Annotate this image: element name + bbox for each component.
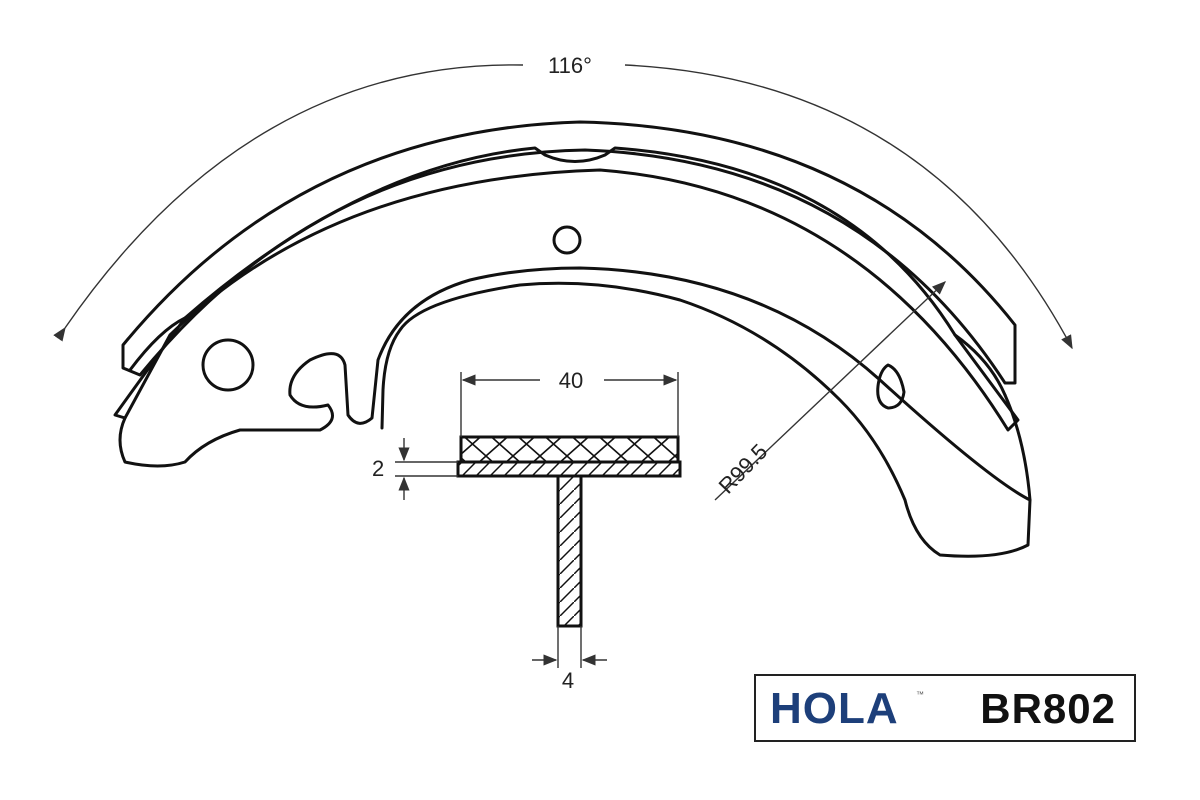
holes — [201, 225, 906, 410]
web-thickness-label: 4 — [562, 668, 574, 693]
brand-box: HOLA ™ BR802 — [754, 674, 1136, 742]
shoe-web — [118, 266, 1032, 558]
angle-dimension: 116° — [53, 53, 1073, 350]
web-thickness-dimension: 4 — [532, 626, 607, 693]
trademark-symbol: ™ — [916, 690, 924, 699]
cross-section — [456, 435, 682, 628]
large-hole — [201, 338, 255, 392]
radius-dimension: R99.5 — [714, 281, 947, 501]
teardrop-hole — [876, 363, 906, 410]
section-table — [456, 460, 682, 478]
lining — [121, 120, 1017, 385]
width-dimension: 40 — [460, 368, 679, 437]
width-label: 40 — [559, 368, 583, 393]
part-number: BR802 — [980, 685, 1116, 732]
shoe-rim — [113, 146, 1020, 432]
table-thickness-dimension: 2 — [372, 438, 458, 500]
angle-label: 116° — [548, 53, 592, 78]
section-web — [556, 474, 583, 628]
brand-logo: HOLA — [770, 684, 899, 733]
thickness-label: 2 — [372, 456, 384, 481]
small-hole — [552, 225, 582, 255]
radius-label: R99.5 — [714, 439, 773, 499]
section-lining — [459, 435, 680, 464]
